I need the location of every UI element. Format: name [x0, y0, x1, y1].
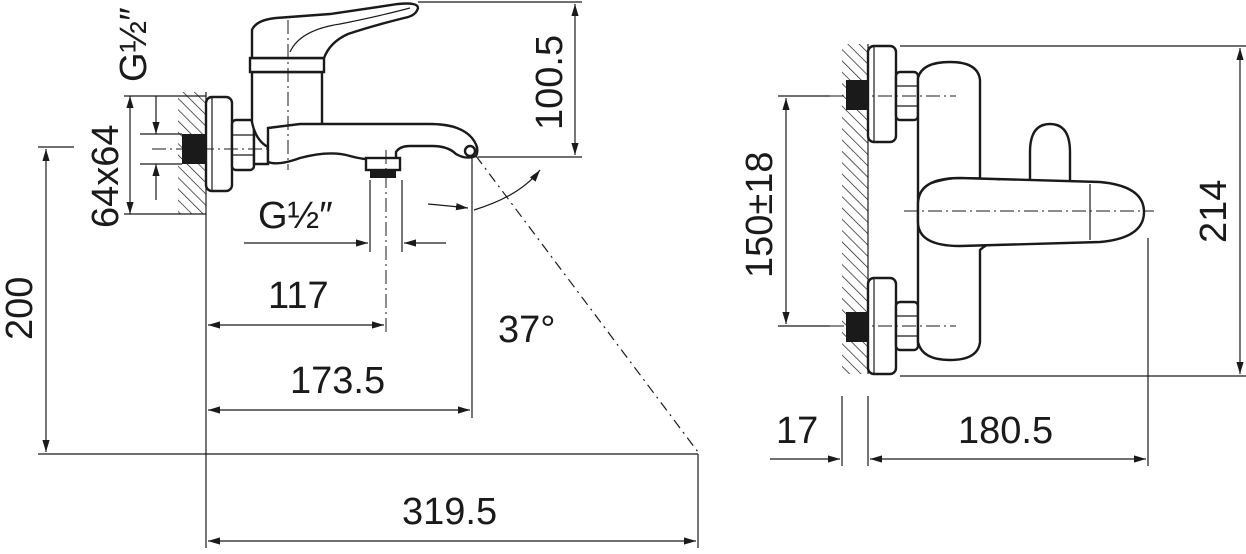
shower-outlet [364, 156, 402, 172]
dim-thread-wall: G½″ [113, 7, 155, 82]
dim-total-length: 319.5 [402, 491, 497, 533]
flange [204, 95, 234, 193]
hex-nut [230, 118, 256, 172]
wall-pipe-top [846, 80, 868, 110]
lever-base [248, 56, 326, 74]
dim-outlet-distance: 117 [268, 275, 329, 317]
dim-thread-outlet: G½″ [258, 195, 333, 237]
dim-wall-height: 200 [0, 277, 41, 340]
spout-stub [1028, 122, 1072, 188]
flange-top [866, 44, 898, 144]
side-view: G½″ 64x64 100.5 200 G½″ 117 173.5 [0, 1, 699, 548]
dim-depth: 180.5 [958, 410, 1053, 452]
spout [266, 122, 479, 165]
dim-hex-size: 64x64 [85, 124, 127, 228]
front-view: 150±18 214 17 180.5 [739, 44, 1246, 466]
spout-tip [463, 144, 477, 158]
dim-wall-offset: 17 [776, 410, 818, 452]
lever-front [916, 176, 1146, 248]
dim-total-height: 214 [1193, 180, 1235, 243]
dim-centers: 150±18 [739, 151, 781, 278]
wall-pipe-bottom [846, 312, 868, 342]
dim-lever-height: 100.5 [529, 35, 571, 130]
lever-handle [250, 2, 420, 60]
dim-angle: 37° [498, 309, 555, 351]
outlet-thread [370, 170, 396, 178]
dim-spout-distance: 173.5 [290, 360, 385, 402]
